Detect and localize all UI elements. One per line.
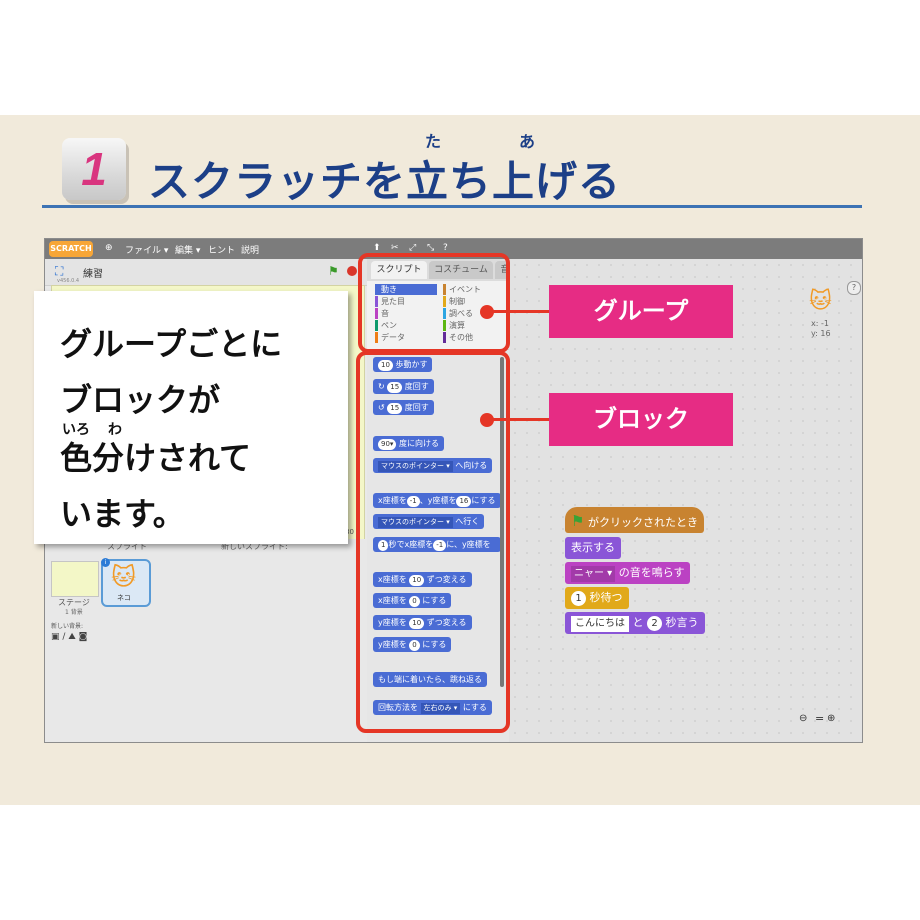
script-area[interactable]: 🐱 x: -1 y: 16 ? ⚑ がクリックされたとき 表示する ニャー ▾ … [509, 259, 862, 742]
block-change-x[interactable]: x座標を 10 ずつ変える [373, 572, 472, 587]
group-callout-label: グループ [549, 285, 733, 338]
globe-icon[interactable]: ⊕ [105, 243, 113, 253]
group-motion[interactable]: 動き [375, 284, 437, 295]
stage-label: ステージ [58, 598, 90, 607]
blocks-highlight-box [356, 351, 510, 733]
group-sound[interactable]: 音 [375, 308, 389, 319]
note-line-4: います。 [60, 495, 185, 533]
stamp-icon[interactable]: ⬆ [373, 243, 381, 253]
group-operators[interactable]: 演算 [443, 320, 465, 331]
stage-header: ⛶ 練習 v456.0.4 ⚑ [45, 259, 367, 286]
explanation-note: グループごとに ブロックが いろ わ 色分けされて います。 [34, 291, 348, 544]
block-bounce[interactable]: もし端に着いたら、跳ね返る [373, 672, 487, 687]
grow-icon[interactable]: ⤢ [409, 243, 417, 253]
blocks-callout-line [490, 418, 552, 421]
green-flag-icon[interactable]: ⚑ [328, 264, 339, 278]
block-rotation-style[interactable]: 回転方法を 左右のみ ▾ にする [373, 700, 492, 715]
block-set-x[interactable]: x座標を 0 にする [373, 593, 452, 608]
zoom-in-icon[interactable]: ⊕ [827, 713, 836, 724]
scratch-logo[interactable]: SCRATCH [49, 241, 93, 257]
help-tab-icon[interactable]: ? [847, 281, 861, 295]
ruby-a: あ [519, 132, 536, 151]
help-icon[interactable]: ? [443, 243, 448, 253]
menu-tips[interactable]: ヒント [208, 246, 236, 256]
green-flag-icon: ⚑ [571, 512, 585, 530]
ruler-value: 80 [345, 528, 354, 536]
script-block-when-flag[interactable]: ⚑ がクリックされたとき [565, 507, 704, 533]
script-block-say[interactable]: こんにちは と 2 秒言う [565, 612, 705, 634]
sprites-header: スプライト [107, 542, 147, 551]
block-palette: 10 歩動かす ↻ 15 度回す ↺ 15 度回す 90▾ 度に向ける マウスの… [367, 350, 509, 742]
project-title[interactable]: 練習 [83, 269, 103, 280]
sprite-thumbnail-cat[interactable]: 🐱 i ネコ [101, 558, 151, 607]
stage-backdrop-count: 1 背景 [65, 609, 83, 616]
page-title: スクラッチを立ち上げる [148, 157, 622, 206]
sprite-y-coord: y: 16 [811, 329, 831, 338]
cat-sprite-icon: 🐱 [111, 563, 137, 591]
note-line-3: 色分けされて [60, 439, 252, 477]
block-set-y[interactable]: y座標を 0 にする [373, 637, 452, 652]
block-point-direction[interactable]: 90▾ 度に向ける [373, 436, 444, 451]
group-looks[interactable]: 見た目 [375, 296, 405, 307]
sprite-name: ネコ [117, 594, 131, 602]
menubar: SCRATCH ⊕ ファイル ▾ 編集 ▾ ヒント 説明 ⬆ ✂ ⤢ ⤡ ? [45, 239, 862, 259]
block-go-to[interactable]: マウスのポインター ▾ へ行く [373, 514, 485, 529]
blocks-callout-dot [480, 413, 494, 427]
group-pen[interactable]: ペン [375, 320, 397, 331]
shrink-icon[interactable]: ⤡ [427, 243, 435, 253]
sprite-x-coord: x: -1 [811, 319, 829, 328]
group-control[interactable]: 制御 [443, 296, 465, 307]
ruby-wa: わ [108, 422, 122, 438]
groups-callout-dot [480, 305, 494, 319]
step-badge: 1 [62, 138, 126, 200]
title-underline [42, 205, 862, 208]
stage-thumbnail[interactable] [51, 561, 99, 597]
block-change-y[interactable]: y座標を 10 ずつ変える [373, 615, 472, 630]
info-icon[interactable]: i [101, 558, 110, 567]
ruby-iro: いろ [62, 422, 90, 438]
script-block-play-sound[interactable]: ニャー ▾ の音を鳴らす [565, 562, 691, 584]
tab-scripts[interactable]: スクリプト [371, 261, 427, 279]
group-sensing[interactable]: 調べる [443, 308, 473, 319]
group-more-blocks[interactable]: その他 [443, 332, 473, 343]
zoom-out-icon[interactable]: ⊖ [799, 713, 808, 724]
block-point-towards[interactable]: マウスのポインター ▾ へ向ける [373, 458, 493, 473]
note-line-1: グループごとに [60, 325, 283, 363]
block-callout-label: ブロック [549, 393, 733, 446]
menu-file[interactable]: ファイル ▾ [125, 246, 169, 256]
groups-callout-line [490, 310, 552, 313]
block-move[interactable]: 10 歩動かす [373, 357, 433, 372]
step-number: 1 [81, 143, 107, 195]
groups-highlight-box [358, 253, 510, 353]
new-sprite-label: 新しいスプライト: [221, 542, 288, 551]
cat-sprite-preview-icon: 🐱 [809, 289, 832, 314]
version-label: v456.0.4 [57, 278, 80, 284]
script-block-show[interactable]: 表示する [565, 537, 621, 559]
script-block-wait[interactable]: 1 秒待つ [565, 587, 629, 609]
ruby-ta: た [425, 132, 442, 151]
fullscreen-icon[interactable]: ⛶ [55, 264, 64, 278]
editor-tabs: スクリプト コスチューム 音 [367, 259, 517, 281]
menu-edit[interactable]: 編集 ▾ [175, 246, 201, 256]
note-line-2: ブロックが [60, 381, 221, 419]
menu-about[interactable]: 説明 [241, 246, 260, 256]
palette-scrollbar[interactable] [500, 357, 504, 687]
backdrop-tools-icon[interactable]: ▣ / ⛰ ◙ [51, 632, 88, 642]
block-turn-left[interactable]: ↺ 15 度回す [373, 400, 434, 415]
group-data[interactable]: データ [375, 332, 405, 343]
new-backdrop-label: 新しい背景: [51, 623, 84, 630]
block-groups: 動き 見た目 音 ペン データ イベント 制御 調べる 演算 その他 [367, 281, 517, 350]
group-events[interactable]: イベント [443, 284, 481, 295]
zoom-reset-button[interactable]: = [815, 712, 825, 725]
block-turn-right[interactable]: ↻ 15 度回す [373, 379, 434, 394]
cut-icon[interactable]: ✂ [391, 243, 399, 253]
tab-costumes[interactable]: コスチューム [429, 261, 493, 279]
stop-icon[interactable] [347, 266, 357, 276]
